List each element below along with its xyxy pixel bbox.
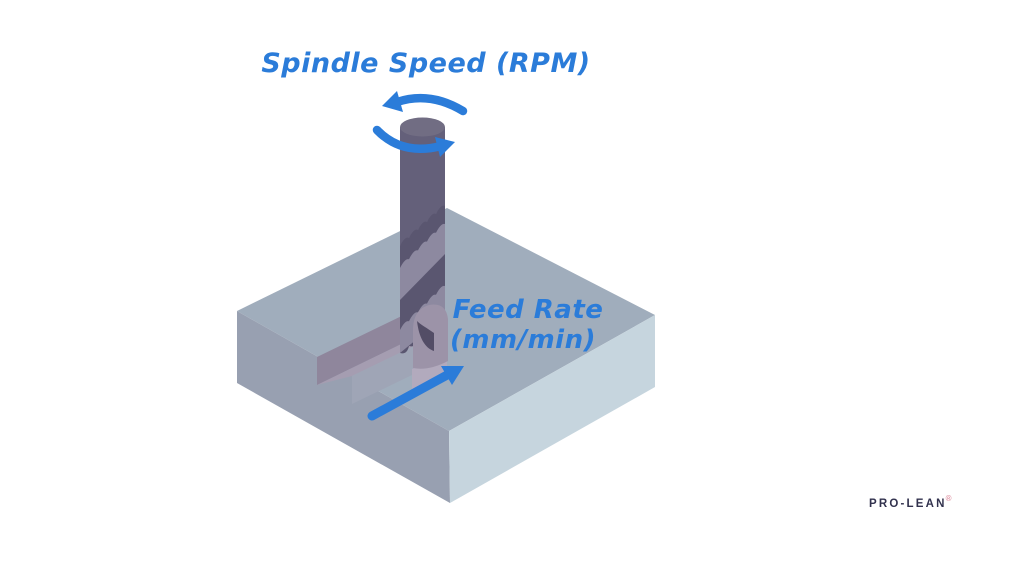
slot-cut-shadow — [417, 321, 434, 351]
tool-top-cap — [400, 117, 445, 137]
registered-mark: ® — [945, 494, 952, 503]
tool-shank — [400, 127, 445, 246]
feed-rate-unit-label: (mm/min) — [450, 325, 596, 355]
brand-logo: PRO-LEAN® — [869, 494, 953, 510]
block-left-face — [237, 311, 450, 503]
slot-back-wall — [317, 311, 412, 385]
spindle-rotation-arrow-icon — [372, 91, 468, 157]
spindle-speed-label: Spindle Speed (RPM) — [261, 48, 591, 79]
tool-flute-highlight-upper — [400, 223, 445, 300]
block-right-face — [449, 315, 655, 503]
brand-logo-text: PRO-LEAN — [869, 497, 947, 510]
feed-rate-label: Feed Rate — [452, 295, 604, 325]
feed-direction-arrow-icon — [367, 366, 464, 421]
slot-end-around-tool — [412, 304, 448, 389]
